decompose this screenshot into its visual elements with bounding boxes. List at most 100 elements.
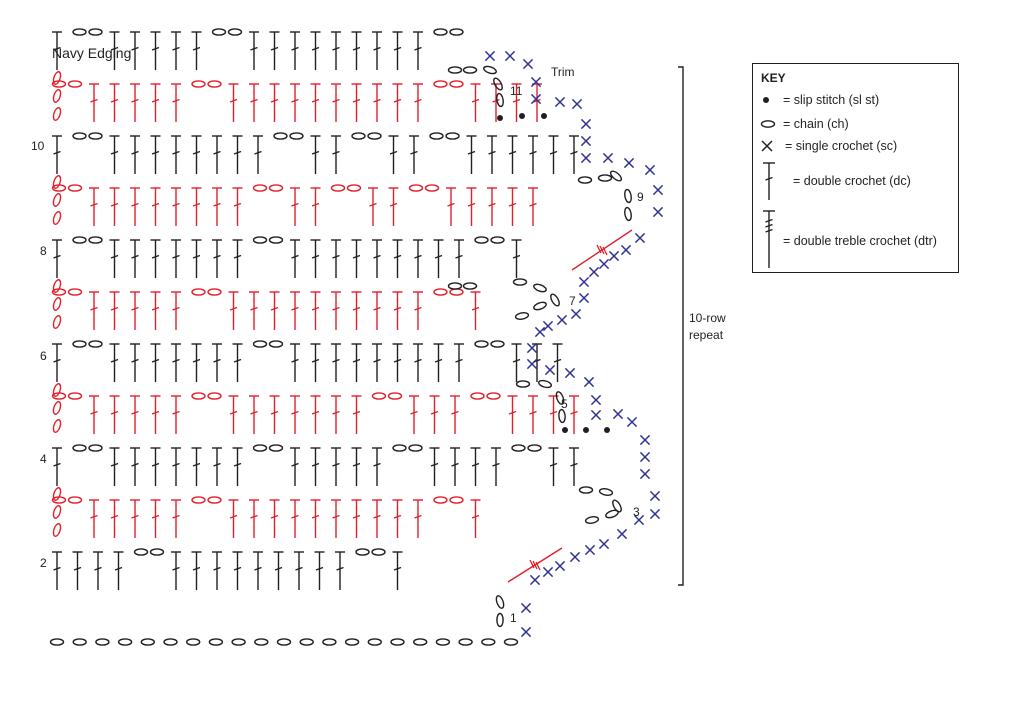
double-crochet-stitch bbox=[413, 83, 423, 122]
double-crochet-stitch bbox=[249, 395, 259, 434]
chain-icon bbox=[760, 120, 776, 128]
chain-stitch bbox=[408, 184, 424, 192]
chain-stitch bbox=[52, 523, 62, 537]
double-crochet-stitch bbox=[548, 395, 559, 434]
double-crochet-stitch bbox=[290, 31, 300, 70]
chain-stitch bbox=[117, 638, 133, 646]
chain-stitch bbox=[88, 340, 103, 348]
double-crochet-stitch bbox=[413, 31, 423, 70]
slip-stitch bbox=[519, 113, 525, 119]
double-crochet-stitch bbox=[89, 395, 99, 434]
double-crochet-stitch bbox=[569, 395, 579, 434]
chain-stitch bbox=[52, 175, 62, 189]
double-crochet-stitch bbox=[249, 83, 259, 122]
chain-stitch bbox=[462, 66, 478, 74]
chain-stitch bbox=[67, 392, 83, 400]
double-crochet-stitch bbox=[109, 291, 120, 330]
chain-stitch bbox=[449, 80, 464, 88]
double-crochet-stitch bbox=[130, 447, 140, 486]
edge-stitches bbox=[447, 50, 664, 638]
double-crochet-stitch bbox=[511, 343, 522, 382]
chain-stitch bbox=[252, 444, 268, 452]
chain-stitch bbox=[268, 444, 284, 452]
chain-stitch bbox=[533, 301, 547, 311]
single-crochet-stitch bbox=[590, 394, 602, 406]
chain-stitch bbox=[433, 80, 448, 88]
double-crochet-stitch bbox=[331, 343, 341, 382]
chain-stitch bbox=[346, 184, 362, 192]
double-crochet-stitch bbox=[351, 395, 362, 434]
double-crochet-stitch bbox=[150, 447, 161, 486]
double-crochet-stitch bbox=[89, 83, 99, 122]
chain-stitch bbox=[276, 638, 292, 646]
slip-stitch-icon bbox=[763, 97, 769, 103]
double-crochet-stitch bbox=[232, 135, 243, 174]
double-crochet-stitch bbox=[253, 135, 263, 174]
double-crochet-stitch bbox=[171, 291, 181, 330]
double-crochet-stitch bbox=[232, 551, 243, 590]
double-crochet-stitch bbox=[429, 447, 440, 486]
double-crochet-stitch bbox=[331, 447, 341, 486]
single-crochet-stitch bbox=[571, 98, 583, 110]
row-number-8: 8 bbox=[40, 244, 47, 258]
double-crochet-stitch bbox=[273, 551, 284, 590]
double-crochet-stitch bbox=[269, 83, 280, 122]
chain-stitch bbox=[481, 638, 496, 646]
double-crochet-stitch bbox=[388, 187, 399, 226]
double-treble-crochet-stitch bbox=[507, 547, 563, 583]
double-crochet-stitch bbox=[130, 31, 140, 70]
double-crochet-stitch bbox=[232, 239, 243, 278]
double-crochet-stitch bbox=[269, 31, 280, 70]
double-crochet-stitch bbox=[413, 239, 423, 278]
stitch-row-5 bbox=[52, 340, 563, 382]
double-crochet-stitch bbox=[413, 291, 423, 330]
chain-stitch bbox=[433, 288, 448, 296]
chain-stitch bbox=[474, 236, 489, 244]
double-crochet-stitch bbox=[150, 291, 161, 330]
single-crochet-stitch bbox=[590, 409, 602, 421]
single-crochet-stitch bbox=[616, 528, 628, 540]
double-crochet-stitch bbox=[331, 499, 341, 538]
single-crochet-stitch bbox=[583, 376, 595, 388]
chain-stitch bbox=[49, 638, 65, 646]
double-crochet-stitch bbox=[569, 447, 579, 486]
chain-stitch bbox=[527, 444, 542, 452]
double-crochet-stitch bbox=[109, 395, 120, 434]
double-crochet-stitch bbox=[450, 395, 460, 434]
chain-stitch bbox=[140, 638, 156, 646]
double-crochet-stitch bbox=[446, 187, 456, 226]
double-crochet-stitch bbox=[228, 499, 239, 538]
double-crochet-stitch bbox=[228, 83, 239, 122]
single-crochet-stitch bbox=[644, 164, 656, 176]
double-crochet-stitch bbox=[310, 291, 321, 330]
chain-stitch bbox=[344, 638, 360, 646]
double-crochet-stitch bbox=[52, 239, 62, 278]
stitch-row-11 bbox=[52, 28, 464, 70]
chain-stitch bbox=[191, 288, 206, 296]
double-crochet-stitch bbox=[470, 447, 481, 486]
double-crochet-stitch bbox=[191, 343, 202, 382]
key-label-single-crochet: = single crochet (sc) bbox=[785, 139, 898, 153]
double-crochet-stitch bbox=[130, 395, 140, 434]
chain-stitch bbox=[52, 419, 62, 433]
row-number-10: 10 bbox=[31, 139, 45, 153]
double-crochet-stitch bbox=[130, 239, 140, 278]
double-crochet-stitch bbox=[249, 31, 259, 70]
chain-stitch bbox=[537, 379, 553, 389]
double-crochet-stitch bbox=[392, 239, 403, 278]
single-crochet-stitch bbox=[570, 308, 582, 320]
single-crochet-stitch bbox=[569, 551, 581, 563]
chain-stitch bbox=[433, 496, 448, 504]
double-crochet-stitch bbox=[507, 135, 518, 174]
double-crochet-stitch bbox=[249, 499, 259, 538]
chain-stitch bbox=[133, 548, 149, 556]
key-label-double-crochet: = double crochet (dc) bbox=[793, 174, 911, 188]
double-crochet-stitch bbox=[314, 551, 325, 590]
chain-stitch bbox=[72, 340, 87, 348]
double-crochet-stitch bbox=[487, 187, 497, 226]
double-crochet-stitch bbox=[351, 343, 362, 382]
single-crochet-stitch bbox=[602, 152, 614, 164]
double-crochet-stitch bbox=[372, 83, 382, 122]
double-crochet-stitch bbox=[171, 499, 181, 538]
chain-stitch bbox=[433, 28, 448, 36]
